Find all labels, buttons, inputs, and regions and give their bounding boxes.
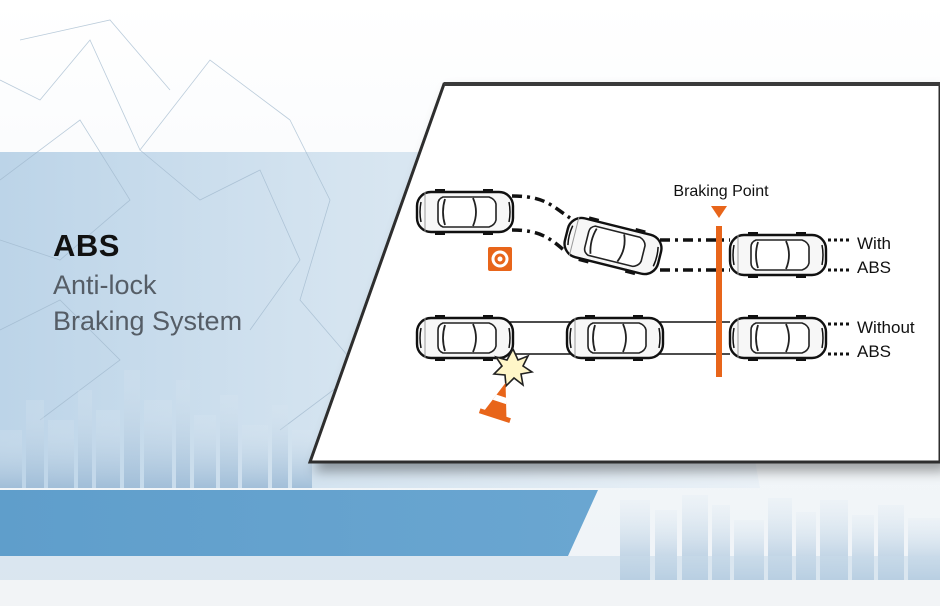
braking-point-line [716, 226, 722, 377]
target-sign-icon [488, 247, 512, 271]
subtitle-line-1: Anti-lock [53, 270, 157, 300]
subtitle-line-2: Braking System [53, 306, 243, 336]
crash-burst-icon [492, 347, 535, 388]
page-title: ABS [53, 228, 120, 263]
diagram-panel [307, 82, 940, 464]
blue-band [0, 490, 598, 556]
car-icon [415, 313, 515, 363]
bottom-strip [0, 580, 940, 606]
car-icon [565, 313, 665, 363]
braking-point-label: Braking Point [673, 183, 769, 200]
with-abs-label-line1: With [857, 234, 891, 253]
with-abs-label-line2: ABS [857, 258, 891, 277]
without-abs-label-line2: ABS [857, 342, 891, 361]
car-icon [415, 187, 515, 237]
braking-point [711, 206, 727, 377]
car-icon [728, 313, 828, 363]
lower-strip [0, 556, 940, 580]
traffic-cone-icon [478, 382, 511, 424]
braking-point-marker-icon [711, 206, 727, 218]
without-abs-label-line1: Without [857, 318, 915, 337]
car-icon [728, 230, 828, 280]
